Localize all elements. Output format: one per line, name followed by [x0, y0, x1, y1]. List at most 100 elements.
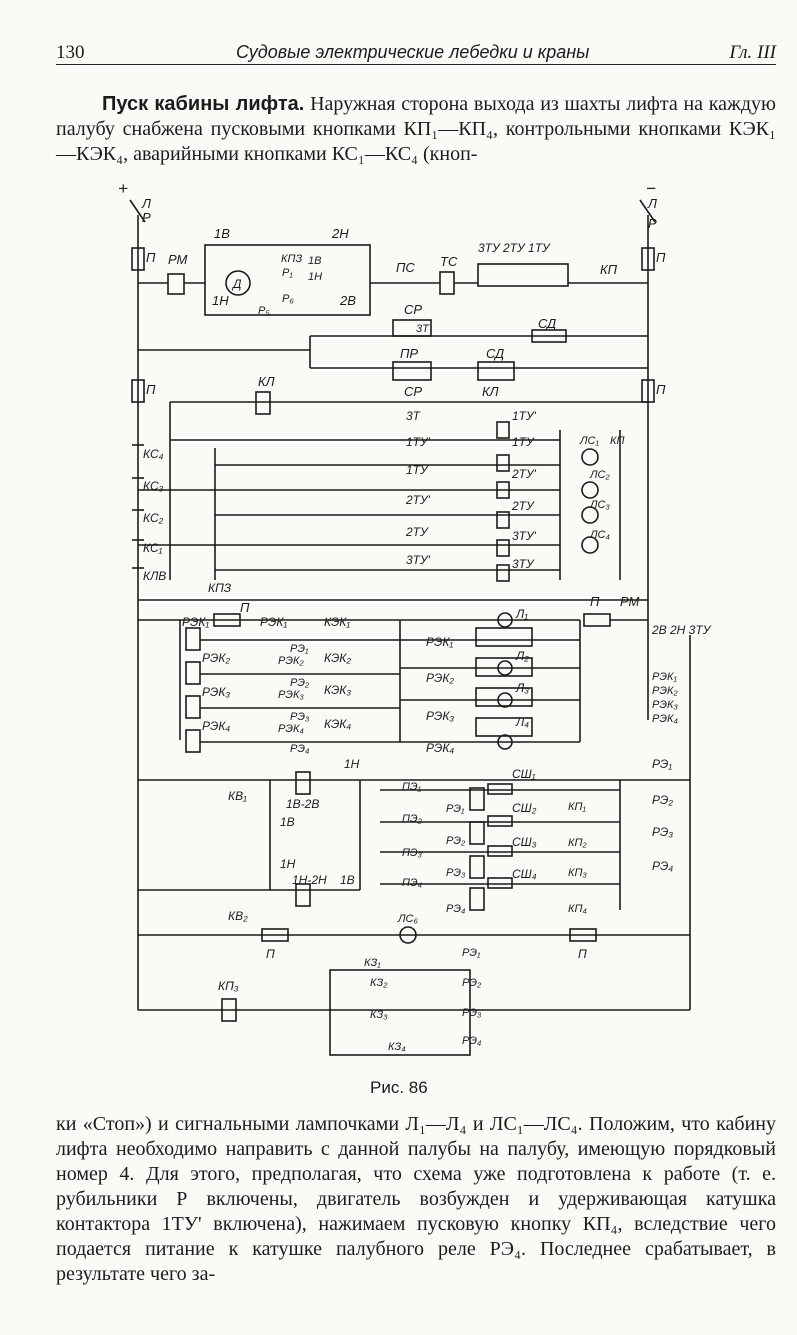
svg-text:Л₄: Л₄ — [515, 715, 529, 729]
section-runin-heading: Пуск кабины лифта. — [102, 93, 305, 115]
svg-text:КЗ₁: КЗ₁ — [364, 957, 381, 969]
svg-text:РЭК₁: РЭК₁ — [260, 615, 287, 629]
svg-text:Л: Л — [647, 196, 657, 211]
svg-text:РЭК₄: РЭК₄ — [426, 741, 454, 755]
svg-text:СД: СД — [538, 316, 556, 331]
svg-text:П: П — [146, 250, 156, 265]
svg-text:−: − — [646, 179, 656, 198]
running-title: Судовые электрические лебедки и краны — [236, 42, 590, 62]
svg-text:РЭ₂: РЭ₂ — [462, 977, 482, 989]
paragraph-continued: ки «Стоп») и сигнальными лампочками Л₁—Л… — [56, 1113, 776, 1285]
svg-text:+: + — [118, 179, 128, 198]
svg-text:РЭК₂: РЭК₂ — [652, 685, 678, 697]
svg-text:2В 2Н 3ТУ: 2В 2Н 3ТУ — [651, 623, 712, 637]
svg-text:П: П — [146, 382, 156, 397]
svg-text:1ТУ: 1ТУ — [512, 435, 535, 449]
svg-text:ЛС₄: ЛС₄ — [589, 529, 610, 541]
svg-text:ПС: ПС — [396, 260, 415, 275]
svg-text:РЭК₃: РЭК₃ — [202, 685, 230, 699]
svg-text:1ТУ: 1ТУ — [406, 463, 429, 477]
svg-text:КВ₁: КВ₁ — [228, 789, 247, 803]
svg-text:1ТУ': 1ТУ' — [406, 435, 431, 449]
svg-text:КС₄: КС₄ — [143, 447, 164, 461]
svg-text:3Т: 3Т — [406, 409, 422, 423]
svg-text:ПЭ₂: ПЭ₂ — [402, 813, 423, 825]
svg-text:2ТУ: 2ТУ — [511, 499, 535, 513]
svg-text:3ТУ': 3ТУ' — [406, 553, 431, 567]
svg-text:РЭК₁: РЭК₁ — [182, 615, 209, 629]
svg-text:Л: Л — [141, 196, 151, 211]
svg-text:ПЭ₄: ПЭ₄ — [402, 877, 422, 889]
svg-text:Р₅: Р₅ — [258, 305, 270, 317]
svg-text:Р₆: Р₆ — [282, 293, 294, 305]
paragraph-intro: Пуск кабины лифта. Наружная сторона выхо… — [56, 92, 776, 167]
svg-text:3Т: 3Т — [416, 323, 430, 335]
svg-text:СД: СД — [486, 346, 504, 361]
svg-text:РЭК₄: РЭК₄ — [278, 723, 304, 735]
svg-text:ПЭ₃: ПЭ₃ — [402, 847, 423, 859]
svg-text:КЭК₁: КЭК₁ — [324, 615, 350, 629]
svg-text:РЭ₄: РЭ₄ — [462, 1035, 481, 1047]
svg-text:1Н: 1Н — [344, 757, 360, 771]
svg-text:РЭК₄: РЭК₄ — [652, 713, 678, 725]
svg-text:2ТУ': 2ТУ' — [511, 467, 537, 481]
svg-text:2ТУ: 2ТУ — [405, 525, 429, 539]
svg-text:СШ₃: СШ₃ — [512, 835, 537, 849]
svg-text:П: П — [240, 600, 250, 615]
svg-text:РМ: РМ — [620, 594, 640, 609]
svg-text:КВ₂: КВ₂ — [228, 909, 248, 923]
svg-text:РЭК₄: РЭК₄ — [202, 719, 230, 733]
svg-text:П: П — [656, 250, 666, 265]
svg-text:П: П — [656, 382, 666, 397]
svg-text:СР: СР — [404, 384, 422, 399]
svg-text:1Н-2Н: 1Н-2Н — [292, 873, 327, 887]
svg-text:КЭК₄: КЭК₄ — [324, 717, 351, 731]
svg-text:РЭ₂: РЭ₂ — [652, 793, 673, 807]
svg-text:РЭ₄: РЭ₄ — [652, 859, 673, 873]
svg-text:1ТУ': 1ТУ' — [512, 409, 537, 423]
svg-text:ТС: ТС — [440, 254, 458, 269]
svg-text:КП₄: КП₄ — [568, 903, 587, 915]
svg-text:Р₁: Р₁ — [282, 267, 293, 279]
svg-text:РЭК₃: РЭК₃ — [278, 689, 304, 701]
svg-text:Р: Р — [142, 210, 151, 225]
svg-text:КП₃: КП₃ — [568, 867, 587, 879]
svg-text:СШ₂: СШ₂ — [512, 801, 537, 815]
svg-text:РЭ₃: РЭ₃ — [446, 867, 466, 879]
svg-text:КЭК₂: КЭК₂ — [324, 651, 351, 665]
paragraph-intro-text: Наружная сторона выхода из шахты лифта н… — [56, 93, 776, 165]
svg-text:1Н: 1Н — [308, 271, 322, 283]
svg-text:РЭК₂: РЭК₂ — [426, 671, 454, 685]
svg-text:КП₃: КП₃ — [218, 979, 239, 993]
svg-text:П: П — [266, 947, 275, 961]
svg-text:КС₃: КС₃ — [143, 479, 164, 493]
svg-text:3ТУ': 3ТУ' — [512, 529, 537, 543]
svg-text:1В: 1В — [340, 873, 355, 887]
svg-text:КЛ: КЛ — [482, 384, 499, 399]
svg-text:РЭ₃: РЭ₃ — [290, 711, 310, 723]
svg-text:РЭ₂: РЭ₂ — [446, 835, 466, 847]
figure-caption: Рис. 86 — [370, 1078, 428, 1097]
svg-text:РЭК₃: РЭК₃ — [426, 709, 454, 723]
svg-text:РЭ₁: РЭ₁ — [290, 643, 309, 655]
page-number: 130 — [56, 42, 85, 63]
svg-text:ЛС₂: ЛС₂ — [589, 469, 610, 481]
svg-text:КЛ: КЛ — [258, 374, 275, 389]
svg-text:РЭ₂: РЭ₂ — [290, 677, 310, 689]
svg-text:РЭК₁: РЭК₁ — [426, 635, 453, 649]
svg-text:1В: 1В — [280, 815, 295, 829]
svg-text:КП: КП — [610, 435, 624, 447]
svg-text:КЗ₃: КЗ₃ — [370, 1009, 388, 1021]
svg-text:РЭ₃: РЭ₃ — [462, 1007, 482, 1019]
svg-text:СР: СР — [404, 302, 422, 317]
svg-text:1Н: 1Н — [212, 293, 229, 308]
svg-text:КП₁: КП₁ — [568, 801, 586, 813]
svg-text:РМ: РМ — [168, 252, 188, 267]
svg-text:П: П — [578, 947, 587, 961]
svg-text:РЭ₄: РЭ₄ — [446, 903, 465, 915]
svg-text:ЛС₃: ЛС₃ — [589, 499, 610, 511]
svg-text:П: П — [590, 594, 600, 609]
svg-text:КЗ₂: КЗ₂ — [370, 977, 388, 989]
svg-text:КС₂: КС₂ — [143, 511, 164, 525]
svg-text:1В: 1В — [214, 226, 230, 241]
